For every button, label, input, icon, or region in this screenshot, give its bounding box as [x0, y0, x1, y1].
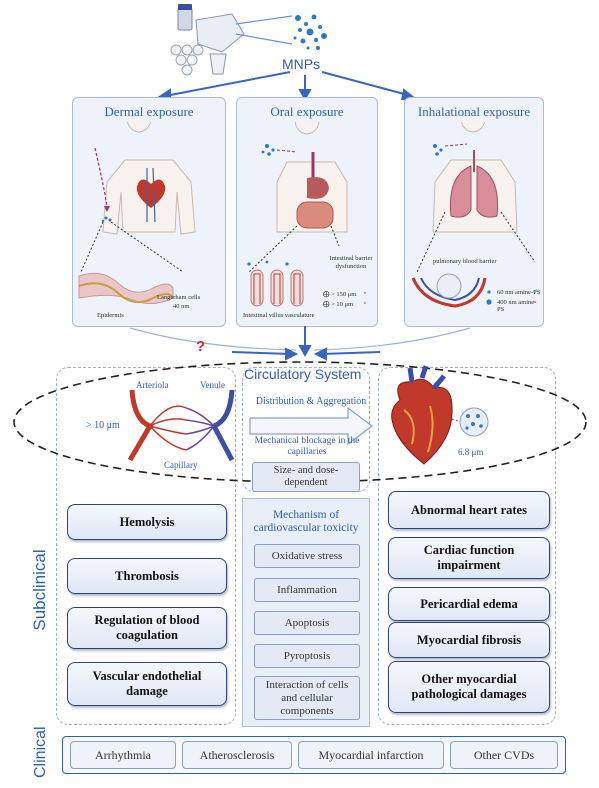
coagulation-box: Regulation of blood coagulation [67, 607, 227, 649]
distribution-arrow [249, 406, 373, 446]
np-note-2: 400 nm amine-PS [497, 299, 537, 313]
circulatory-title: Circulatory System [244, 366, 362, 382]
cell-cluster-icon [459, 407, 489, 437]
other-cvds-box: Other CVDs [450, 741, 558, 769]
oral-mark-1: × [363, 290, 367, 297]
particles-icon [293, 14, 327, 50]
myocardial-infarction-box: Myocardial infarction [298, 741, 444, 769]
intestine-icon [296, 201, 334, 229]
villus-note: Intestinal villus vasculature [243, 312, 315, 319]
cup-icon [209, 53, 227, 75]
capillary-label: Capillary [164, 460, 198, 470]
bag-icon [195, 13, 245, 53]
inhalation-illustration [411, 122, 536, 308]
cardiac-function-box: Cardiac function impairment [388, 537, 550, 579]
abnormal-heart-rates-box: Abnormal heart rates [388, 491, 550, 529]
question-mark: ? [196, 338, 206, 355]
size-dose-box: Size- and dose-dependent [252, 462, 360, 492]
np-check: √ [533, 289, 537, 296]
stomach-icon [307, 177, 329, 199]
dermal-exposure-panel: Dermal exposure Langerham cells 40 nm Ep… [72, 97, 226, 327]
other-damages-box: Other myocardial pathological damages [388, 661, 550, 713]
right-dashed-column [378, 367, 556, 725]
dermal-size-note: 40 nm [173, 303, 190, 310]
epidermis-note: Epidermis [97, 312, 124, 319]
inflammation-box: Inflammation [254, 578, 360, 602]
venule-label: Venule [200, 380, 225, 390]
endothelial-damage-box: Vascular endothelial damage [67, 662, 227, 706]
oral-size-note-2: ⨁ > 10 μm [323, 301, 354, 308]
oral-illustration [247, 122, 348, 307]
langerhans-note: Langerham cells [157, 294, 201, 301]
oxidative-stress-box: Oxidative stress [254, 544, 360, 568]
apoptosis-box: Apoptosis [254, 611, 360, 635]
pericardial-edema-box: Pericardial edema [388, 587, 550, 621]
dermal-illustration [78, 122, 196, 304]
inhalational-exposure-title: Inhalational exposure [417, 104, 531, 119]
lungs-icon [449, 150, 499, 218]
circulatory-illustration [13, 361, 587, 483]
oral-mark-2: × [363, 300, 367, 307]
heart-icon [136, 179, 166, 208]
oral-size-note-1: ⨁ > 150 μm [323, 291, 357, 298]
distribution-label: Distribution & Aggregation [255, 396, 367, 407]
mnps-label: MNPs [282, 56, 321, 72]
arrhythmia-box: Arrhythmia [70, 741, 176, 769]
oral-exposure-panel: Oral exposure Intestinal barrier dysfunc… [236, 97, 378, 327]
oral-exposure-title: Oral exposure [270, 104, 344, 119]
myocardial-fibrosis-box: Myocardial fibrosis [388, 622, 550, 658]
inhalational-exposure-panel: Inhalational exposure pulmonary blood ba… [404, 97, 544, 327]
clinical-label: Clinical [32, 726, 49, 778]
subclinical-label: Subclinical [30, 549, 49, 631]
thrombosis-box: Thrombosis [67, 558, 227, 594]
np-mark: × [533, 299, 537, 306]
tray-icon [170, 44, 204, 76]
arteriola-label: Arteriola [136, 380, 169, 390]
source-illustration [155, 4, 417, 100]
left-size-label: > 10 μm [86, 420, 120, 431]
atherosclerosis-box: Atherosclerosis [182, 741, 292, 769]
convergence-arrows [129, 326, 471, 361]
capillary-network-icon [127, 389, 235, 462]
pulmonary-barrier-note: pulmonary blood barrier [433, 258, 497, 265]
blockage-label: Mechanical blockage in the capillaries [254, 436, 360, 457]
mechanism-title: Mechanism of cardiovascular toxicity [253, 509, 359, 534]
bottle-icon [177, 4, 193, 31]
particles-icon [433, 144, 443, 156]
hemolysis-box: Hemolysis [67, 504, 227, 540]
heart-icon [391, 365, 453, 465]
barrier-dysfunction-note: Intestinal barrier dysfunction [329, 255, 373, 270]
left-dashed-column [56, 367, 236, 725]
particles-icon [261, 144, 275, 156]
dermal-exposure-title: Dermal exposure [104, 104, 194, 119]
right-size-label: 6.8 μm [458, 447, 484, 457]
cell-interaction-box: Interaction of cells and cellular compon… [254, 676, 360, 720]
pyroptosis-box: Pyroptosis [254, 644, 360, 668]
np-note-1: 60 nm amine-PS [497, 289, 541, 296]
